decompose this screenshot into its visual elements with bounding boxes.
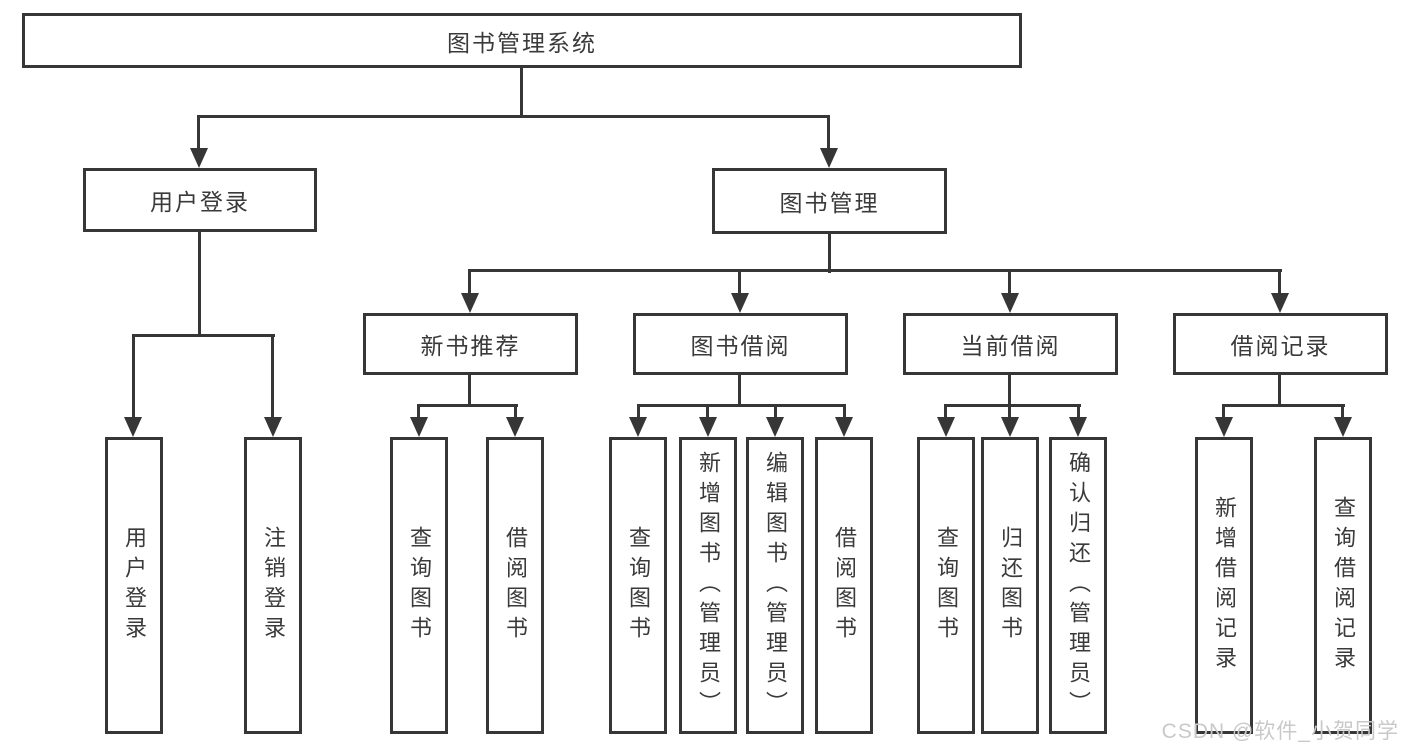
connector-line (1278, 271, 1281, 297)
arrowhead-icon (461, 293, 479, 313)
connector-line (944, 404, 1081, 407)
node-query-books-recommend: 查询图书 (390, 437, 448, 734)
node-borrow-books-recommend: 借阅图书 (486, 437, 544, 734)
node-borrow-books-leaf: 借阅图书 (815, 437, 873, 734)
arrowhead-icon (731, 293, 749, 313)
connector-line (132, 334, 275, 337)
arrowhead-icon (264, 417, 282, 437)
connector-line (520, 68, 523, 117)
connector-line (1278, 375, 1281, 406)
node-user-login-leaf: 用户登录 (105, 437, 163, 734)
connector-line (738, 271, 741, 297)
connector-line (197, 115, 830, 118)
node-edit-book-admin: 编辑图书（管理员） (746, 437, 804, 734)
node-add-borrow-record: 新增借阅记录 (1195, 437, 1253, 734)
node-user-login: 用户登录 (83, 168, 317, 232)
connector-line (1008, 406, 1011, 419)
arrowhead-icon (835, 417, 853, 437)
connector-line (1341, 406, 1344, 419)
arrowhead-icon (1334, 417, 1352, 437)
arrowhead-icon (699, 417, 717, 437)
connector-line (774, 406, 777, 419)
arrowhead-icon (190, 148, 208, 168)
arrowhead-icon (1001, 417, 1019, 437)
connector-line (738, 375, 741, 406)
arrowhead-icon (1271, 293, 1289, 313)
node-new-book-recommend: 新书推荐 (363, 313, 578, 375)
connector-line (417, 404, 518, 407)
connector-line (468, 271, 471, 297)
connector-line (1222, 404, 1345, 407)
connector-line (271, 336, 274, 420)
node-query-books-borrowing: 查询图书 (609, 437, 667, 734)
arrowhead-icon (820, 148, 838, 168)
connector-line (706, 406, 709, 419)
connector-line (468, 269, 1282, 272)
node-logout: 注销登录 (244, 437, 302, 734)
connector-line (843, 406, 846, 419)
arrowhead-icon (629, 417, 647, 437)
arrowhead-icon (766, 417, 784, 437)
connector-line (1008, 375, 1011, 406)
node-book-management: 图书管理 (712, 168, 947, 234)
arrowhead-icon (1069, 417, 1087, 437)
node-current-borrowing: 当前借阅 (903, 313, 1118, 375)
connector-line (944, 406, 947, 419)
arrowhead-icon (506, 417, 524, 437)
node-add-book-admin: 新增图书（管理员） (679, 437, 737, 734)
csdn-watermark: CSDN @软件_小贺同学 (1161, 720, 1399, 743)
node-borrowing-records: 借阅记录 (1173, 313, 1388, 375)
node-system-title: 图书管理系统 (22, 13, 1022, 68)
node-query-borrow-record: 查询借阅记录 (1314, 437, 1372, 734)
connector-line (198, 232, 201, 336)
connector-line (417, 406, 420, 419)
connector-line (828, 234, 831, 273)
arrowhead-icon (124, 417, 142, 437)
connector-line (637, 406, 640, 419)
arrowhead-icon (1215, 417, 1233, 437)
connector-line (1077, 406, 1080, 419)
connector-line (468, 375, 471, 406)
arrowhead-icon (1001, 293, 1019, 313)
node-query-books-current: 查询图书 (917, 437, 975, 734)
arrowhead-icon (937, 417, 955, 437)
connector-line (514, 406, 517, 419)
connector-line (827, 117, 830, 152)
connector-line (637, 404, 846, 407)
connector-line (132, 336, 135, 420)
connector-line (1008, 271, 1011, 297)
connector-line (1222, 406, 1225, 419)
connector-line (197, 117, 200, 152)
arrowhead-icon (410, 417, 428, 437)
node-book-borrowing: 图书借阅 (633, 313, 848, 375)
node-return-book: 归还图书 (981, 437, 1039, 734)
node-confirm-return-admin: 确认归还（管理员） (1049, 437, 1107, 734)
